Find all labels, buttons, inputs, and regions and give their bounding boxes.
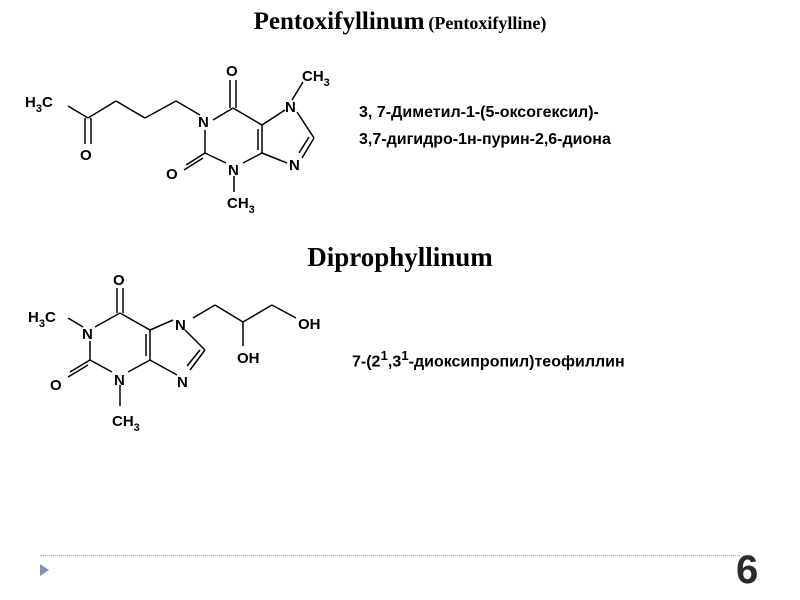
pentoxifylline-title-latin: Pentoxifyllinum [253, 8, 425, 35]
pentoxifylline-iupac-line2: 3,7-дигидро-1н-пурин-2,6-диона [359, 131, 611, 148]
m2-hydroxyl-secondary: OH [237, 350, 260, 367]
diprophylline-title: Diprophyllinum [307, 242, 493, 272]
name2-prefix: 7-(2 [352, 353, 381, 371]
m1-methyl-top: CH3 [302, 68, 330, 89]
m2-oxygen-left: O [50, 377, 62, 394]
m1-oxygen-top: O [226, 63, 238, 80]
footer-divider [40, 555, 740, 556]
diprophylline-chemical-name: 7-(21,31-диоксипропил)теофиллин [352, 348, 625, 371]
pentoxifylline-iupac-line1: 3, 7-Диметил-1-(5-оксогексил)- [359, 104, 599, 121]
slide-arrow-icon [40, 564, 49, 576]
m2-nitrogen-9: N [177, 374, 188, 391]
name2-sup1: 1 [380, 348, 388, 363]
m1-oxygen-chain: O [80, 147, 92, 164]
pentoxifylline-bonds [67, 80, 315, 192]
diprophylline-bonds [67, 288, 297, 406]
name2-suffix: -диоксипропил)теофиллин [408, 353, 625, 371]
m2-oxygen-top: O [113, 272, 125, 289]
m2-nitrogen-1: N [82, 326, 93, 343]
m1-nitrogen-9: N [289, 157, 300, 174]
name2-mid: ,3 [387, 353, 402, 371]
m1-nitrogen-7: N [285, 99, 296, 116]
name2-sup2: 1 [401, 348, 409, 363]
m1-methyl-bottom: CH3 [227, 195, 255, 216]
pentoxifylline-title-english: (Pentoxifylline) [428, 13, 547, 33]
m1-oxygen-left: O [166, 166, 178, 183]
m1-methyl-left: H3C [25, 94, 53, 115]
m1-nitrogen-3: N [228, 162, 239, 179]
pentoxifylline-title: Pentoxifyllinum (Pentoxifylline) [0, 8, 800, 36]
m2-nitrogen-3: N [114, 372, 125, 389]
m1-nitrogen-1: N [198, 114, 209, 131]
m2-methyl-left: H3C [28, 309, 56, 330]
m2-hydroxyl-terminal: OH [298, 316, 321, 333]
m2-methyl-bottom: CH3 [112, 413, 140, 434]
m2-nitrogen-7: N [175, 317, 186, 334]
page-number: 6 [736, 548, 759, 592]
